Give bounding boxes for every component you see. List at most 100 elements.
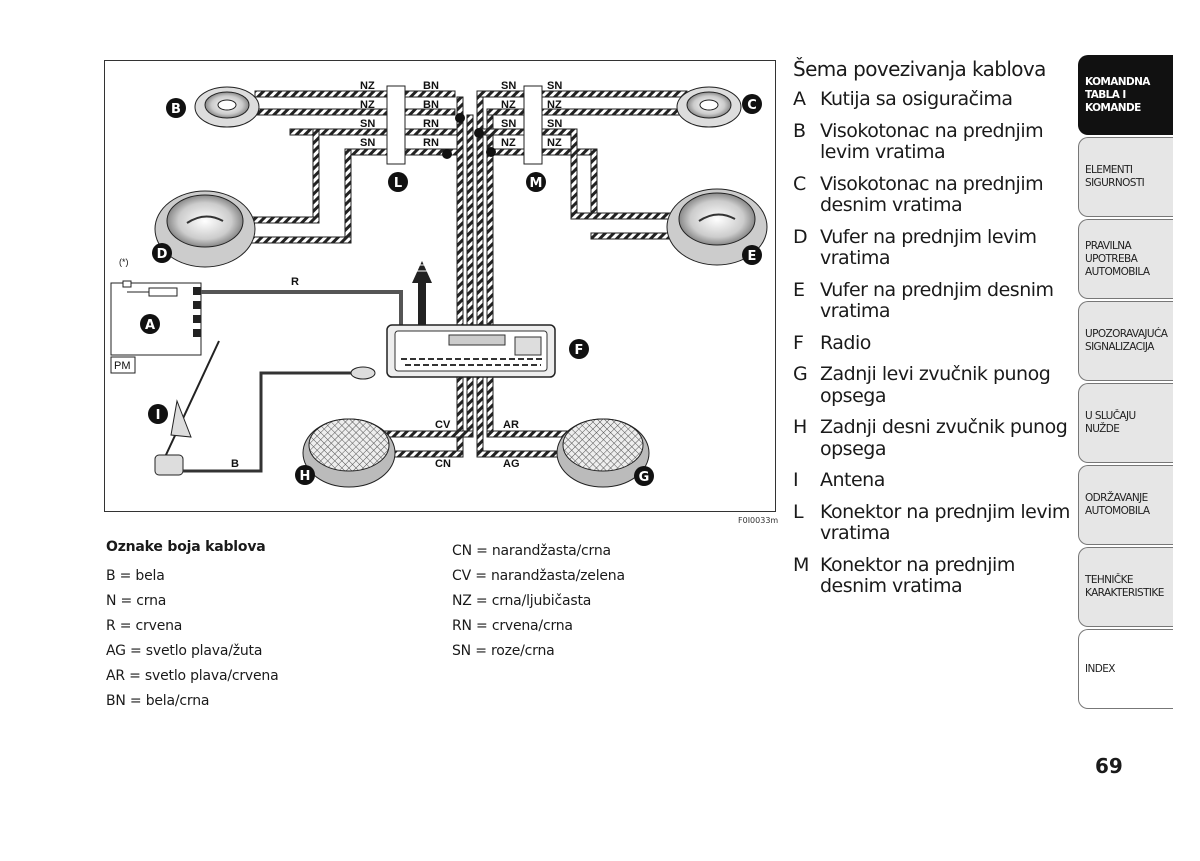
pm-label: PM	[114, 360, 131, 372]
wire-label: AR	[503, 419, 519, 431]
item-key: M	[793, 553, 809, 576]
tweeter-c	[676, 86, 742, 128]
power-wire	[201, 290, 403, 329]
item-key: C	[793, 172, 806, 195]
tab-u-slucaju-nuzde[interactable]: U SLUČAJU NUŽDE	[1078, 383, 1173, 463]
wire-label: SN	[360, 118, 375, 130]
wire-label: NZ	[501, 137, 516, 149]
legend-entry: BN = bela/crna	[106, 693, 210, 709]
connector-m-body	[523, 85, 543, 165]
callout-e: E	[748, 249, 757, 264]
wire-label: CV	[435, 419, 451, 431]
callout-b: B	[171, 102, 181, 117]
component-item: A Kutija sa osiguračima	[793, 88, 1073, 111]
component-item: C Visokotonac na prednjim desnim vratima	[793, 172, 1073, 217]
item-text: Visokotonac na prednjim levim vratima	[820, 119, 1044, 163]
radio-f	[386, 324, 556, 378]
callout-h: H	[300, 469, 311, 484]
section-title: Šema povezivanja kablova	[793, 57, 1046, 81]
item-text: Kutija sa osiguračima	[820, 88, 1013, 110]
tab-komandna-tabla[interactable]: KOMANDNA TABLA I KOMANDE	[1078, 55, 1173, 135]
woofer-e	[666, 188, 768, 266]
component-item: G Zadnji levi zvučnik punog opsega	[793, 363, 1073, 407]
wire-label: NZ	[547, 137, 562, 149]
wire-label: NZ	[360, 80, 375, 92]
cable-bundles	[244, 90, 688, 458]
item-key: D	[793, 225, 808, 248]
item-text: Konektor na prednjim desnim vratima	[820, 553, 1015, 597]
wire-label: SN	[501, 118, 516, 130]
tab-tehnicke-karakteristike[interactable]: TEHNIČKE KARAKTERISTIKE	[1078, 547, 1173, 627]
wire-label: NZ	[547, 99, 562, 111]
legend-title: Oznake boja kablova	[106, 539, 266, 555]
wire-label: AG	[503, 458, 520, 470]
item-key: I	[793, 469, 799, 491]
item-text: Zadnji levi zvučnik punog opsega	[820, 363, 1051, 407]
wiring-diagram: NZ NZ SN SN BN BN RN RN SN NZ SN NZ SN N…	[104, 60, 776, 512]
junction-dots	[442, 113, 496, 159]
component-item: I Antena	[793, 469, 1073, 492]
wire-label: BN	[423, 99, 439, 111]
wire-label: SN	[501, 80, 516, 92]
item-text: Zadnji desni zvučnik punog opsega	[820, 416, 1068, 460]
component-item: B Visokotonac na prednjim levim vratima	[793, 119, 1073, 164]
item-text: Antena	[820, 469, 885, 491]
component-item: E Vufer na prednjim desnim vratima	[793, 278, 1073, 323]
callouts: B C D E A F G H I L M	[140, 94, 762, 486]
legend-right-column: CN = narandžasta/crna CV = narandžasta/z…	[452, 539, 625, 664]
tab-index[interactable]: INDEX	[1078, 629, 1173, 709]
wire-label: RN	[423, 137, 439, 149]
callout-d: D	[157, 247, 168, 262]
tab-odrzavanje[interactable]: ODRŽAVANJE AUTOMOBILA	[1078, 465, 1173, 545]
ground-arrow	[412, 261, 432, 331]
callout-l: L	[394, 176, 402, 191]
item-key: A	[793, 88, 806, 110]
wire-label: BN	[423, 80, 439, 92]
legend-entry: CN = narandžasta/crna	[452, 543, 611, 559]
wiring-diagram-svg: NZ NZ SN SN BN BN RN RN SN NZ SN NZ SN N…	[110, 80, 768, 488]
chapter-tabs: KOMANDNA TABLA I KOMANDE ELEMENTI SIGURN…	[1078, 55, 1173, 711]
item-text: Vufer na prednjim levim vratima	[820, 225, 1037, 269]
legend-entry: AR = svetlo plava/crvena	[106, 668, 279, 684]
fuse-box-a	[110, 280, 202, 374]
legend-left-column: B = bela N = crna R = crvena AG = svetlo…	[106, 564, 279, 714]
item-key: L	[793, 500, 804, 523]
item-text: Visokotonac na prednjim desnim vratima	[820, 172, 1044, 216]
star-label: (*)	[119, 257, 129, 267]
wire-label: CN	[435, 458, 451, 470]
wire-label-r: R	[291, 276, 299, 288]
item-key: G	[793, 363, 808, 385]
antenna-i	[154, 340, 376, 476]
legend-entry: AG = svetlo plava/žuta	[106, 643, 263, 659]
rear-speaker-h	[302, 418, 396, 488]
component-item: M Konektor na prednjim desnim vratima	[793, 553, 1073, 598]
wire-label: NZ	[360, 99, 375, 111]
item-key: F	[793, 331, 804, 354]
callout-f: F	[575, 343, 584, 358]
connector-l-body	[386, 85, 406, 165]
item-key: E	[793, 278, 805, 301]
tweeter-b	[194, 86, 260, 128]
item-key: H	[793, 416, 807, 438]
tab-upozoravajuca-signalizacija[interactable]: UPOZORAVAJUĆA SIGNALIZACIJA	[1078, 301, 1173, 381]
callout-m: M	[530, 176, 543, 191]
component-list: A Kutija sa osiguračima B Visokotonac na p…	[793, 88, 1073, 608]
callout-a: A	[145, 318, 155, 333]
tab-elementi-sigurnosti[interactable]: ELEMENTI SIGURNOSTI	[1078, 137, 1173, 217]
item-text: Vufer na prednjim desnim vratima	[820, 278, 1054, 322]
legend-entry: B = bela	[106, 568, 165, 584]
callout-i: I	[156, 408, 161, 423]
wire-label: RN	[423, 118, 439, 130]
item-text: Radio	[820, 331, 871, 354]
wire-label: SN	[547, 118, 562, 130]
wire-label-b: B	[231, 458, 239, 470]
wire-label: NZ	[501, 99, 516, 111]
woofer-d	[154, 190, 256, 268]
item-key: B	[793, 119, 806, 142]
figure-code: F0I0033m	[738, 516, 779, 525]
wire-label: SN	[360, 137, 375, 149]
tab-pravilna-upotreba[interactable]: PRAVILNA UPOTREBA AUTOMOBILA	[1078, 219, 1173, 299]
legend-entry: NZ = crna/ljubičasta	[452, 593, 592, 609]
wire-label: SN	[547, 80, 562, 92]
